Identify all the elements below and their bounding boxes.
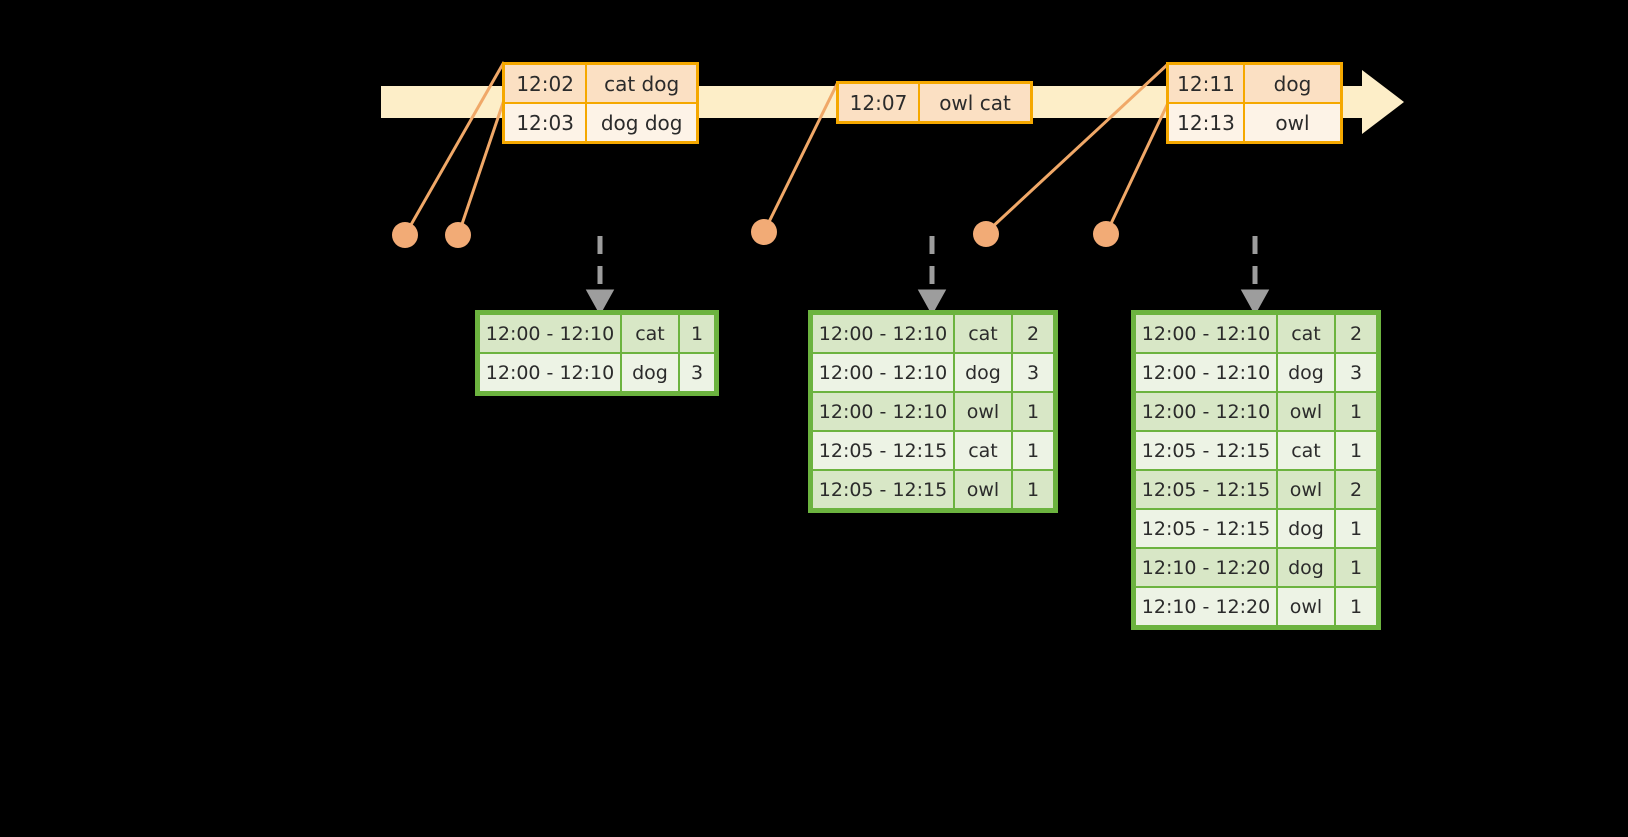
- cell-key: dog: [1278, 549, 1334, 586]
- cell-count: 1: [1013, 393, 1053, 430]
- cell-key: cat: [1278, 315, 1334, 352]
- cell-window: 12:05 - 12:15: [1136, 432, 1276, 469]
- cell-window: 12:05 - 12:15: [813, 432, 953, 469]
- event-value: owl: [1243, 104, 1340, 141]
- dashed-arrow-head-2: [917, 289, 947, 316]
- cell-key: dog: [1278, 354, 1334, 391]
- event-value: dog dog: [585, 104, 696, 141]
- cell-key: owl: [955, 471, 1011, 508]
- cell-key: owl: [1278, 471, 1334, 508]
- event-box-1[interactable]: 12:02 cat dog 12:03 dog dog: [502, 62, 699, 144]
- cell-key: dog: [955, 354, 1011, 391]
- cell-window: 12:10 - 12:20: [1136, 549, 1276, 586]
- event-row: 12:11 dog: [1169, 65, 1340, 102]
- event-value: dog: [1243, 65, 1340, 102]
- cell-window: 12:10 - 12:20: [1136, 588, 1276, 625]
- event-row: 12:07 owl cat: [839, 84, 1030, 121]
- event-time: 12:13: [1169, 104, 1243, 141]
- cell-count: 1: [1336, 549, 1376, 586]
- cell-count: 1: [680, 315, 714, 352]
- event-time: 12:03: [505, 104, 586, 141]
- event-box-3[interactable]: 12:11 dog 12:13 owl: [1166, 62, 1343, 144]
- connector-dot-12-03: [445, 222, 471, 248]
- leader-line-12-13: [1106, 102, 1170, 231]
- cell-count: 1: [1336, 393, 1376, 430]
- cell-key: dog: [1278, 510, 1334, 547]
- cell-key: dog: [622, 354, 678, 391]
- connector-dot-12-07: [751, 219, 777, 245]
- cell-window: 12:00 - 12:10: [813, 315, 953, 352]
- cell-count: 1: [1336, 588, 1376, 625]
- timeline-arrowhead-icon: [1362, 70, 1404, 134]
- connector-dot-12-11: [973, 221, 999, 247]
- cell-count: 3: [680, 354, 714, 391]
- cell-key: cat: [955, 315, 1011, 352]
- connector-dot-12-02: [392, 222, 418, 248]
- cell-count: 2: [1336, 315, 1376, 352]
- cell-window: 12:00 - 12:10: [813, 393, 953, 430]
- cell-key: cat: [622, 315, 678, 352]
- cell-count: 1: [1336, 432, 1376, 469]
- cell-key: cat: [955, 432, 1011, 469]
- cell-window: 12:00 - 12:10: [1136, 315, 1276, 352]
- cell-count: 2: [1336, 471, 1376, 508]
- dashed-arrow-head-1: [585, 289, 615, 316]
- cell-window: 12:00 - 12:10: [480, 354, 620, 391]
- cell-key: owl: [1278, 393, 1334, 430]
- cell-window: 12:00 - 12:10: [813, 354, 953, 391]
- dashed-arrow-head-3: [1240, 289, 1270, 316]
- event-row: 12:13 owl: [1169, 102, 1340, 141]
- event-value: cat dog: [585, 65, 696, 102]
- leader-line-12-03: [458, 99, 506, 231]
- cell-window: 12:05 - 12:15: [1136, 510, 1276, 547]
- cell-window: 12:05 - 12:15: [813, 471, 953, 508]
- cell-count: 2: [1013, 315, 1053, 352]
- event-time: 12:11: [1169, 65, 1243, 102]
- cell-key: owl: [1278, 588, 1334, 625]
- cell-count: 1: [1013, 432, 1053, 469]
- cell-key: owl: [955, 393, 1011, 430]
- event-row: 12:03 dog dog: [505, 102, 696, 141]
- cell-count: 1: [1336, 510, 1376, 547]
- event-box-2[interactable]: 12:07 owl cat: [836, 81, 1033, 124]
- cell-count: 3: [1013, 354, 1053, 391]
- cell-key: cat: [1278, 432, 1334, 469]
- event-time: 12:07: [839, 84, 918, 121]
- cell-window: 12:00 - 12:10: [1136, 393, 1276, 430]
- cell-window: 12:00 - 12:10: [1136, 354, 1276, 391]
- event-time: 12:02: [505, 65, 586, 102]
- cell-window: 12:00 - 12:10: [480, 315, 620, 352]
- cell-count: 3: [1336, 354, 1376, 391]
- connector-dot-12-13: [1093, 221, 1119, 247]
- event-row: 12:02 cat dog: [505, 65, 696, 102]
- cell-window: 12:05 - 12:15: [1136, 471, 1276, 508]
- cell-count: 1: [1013, 471, 1053, 508]
- event-value: owl cat: [918, 84, 1030, 121]
